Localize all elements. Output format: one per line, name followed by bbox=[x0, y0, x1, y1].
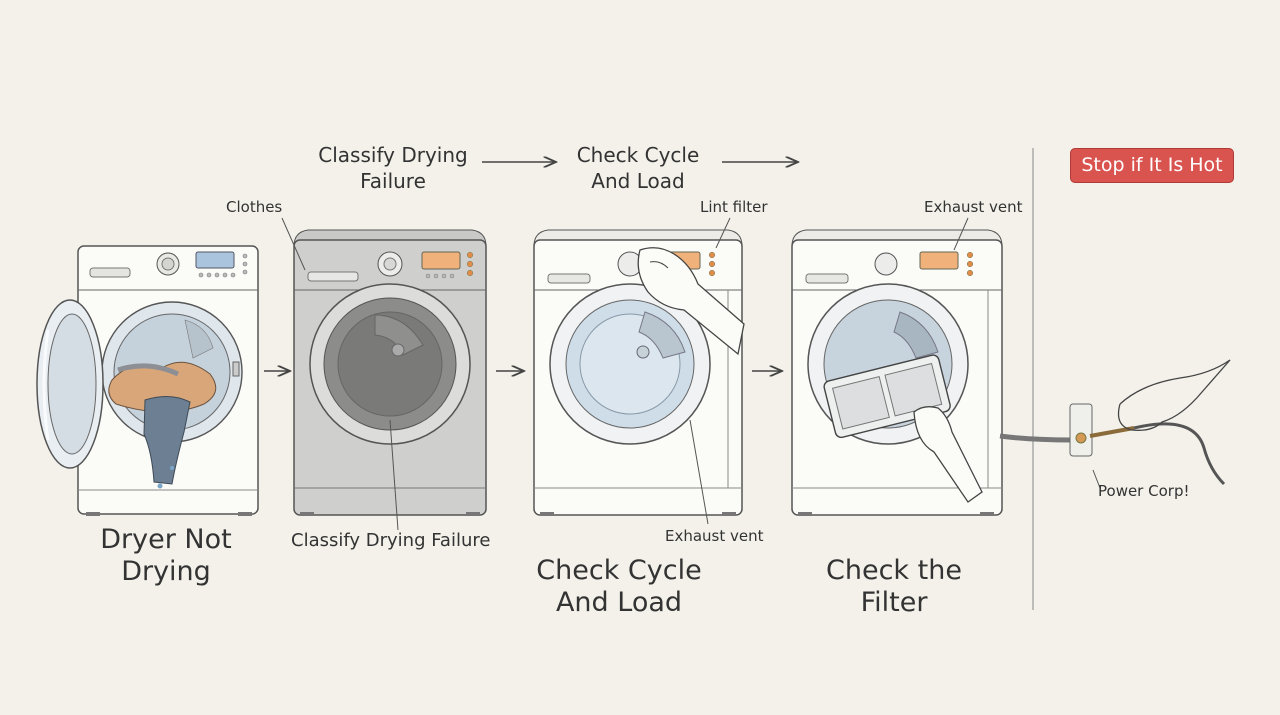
caption-dryer-not-drying: Dryer Not Drying bbox=[100, 524, 232, 587]
caption-check-filter: Check the Filter bbox=[826, 555, 962, 618]
leader-lint bbox=[715, 217, 731, 249]
leader-classify bbox=[389, 419, 399, 531]
caption-classify: Classify Drying Failure bbox=[291, 530, 491, 551]
callout-lint-filter: Lint filter bbox=[700, 198, 768, 216]
callout-exhaust-vent-bottom: Exhaust vent bbox=[665, 527, 764, 545]
flow-step-check: Check Cycle And Load bbox=[576, 143, 700, 193]
dryer-open-door bbox=[36, 245, 259, 516]
caption-check-cycle: Check Cycle And Load bbox=[536, 555, 702, 618]
dryer-check-filter bbox=[791, 229, 1003, 516]
callout-power-cord: Power Corp! bbox=[1098, 482, 1190, 500]
dryer-check-cycle bbox=[533, 229, 745, 525]
leader-exhaust-top bbox=[953, 217, 969, 251]
callout-clothes: Clothes bbox=[226, 198, 283, 216]
dryer-classify bbox=[293, 229, 487, 516]
callout-exhaust-vent-top: Exhaust vent bbox=[924, 198, 1023, 216]
warning-badge: Stop if It Is Hot bbox=[1070, 148, 1234, 183]
flow-step-classify: Classify Drying Failure bbox=[318, 143, 468, 193]
power-cord-illustration bbox=[999, 359, 1231, 489]
leader-clothes bbox=[281, 217, 306, 271]
